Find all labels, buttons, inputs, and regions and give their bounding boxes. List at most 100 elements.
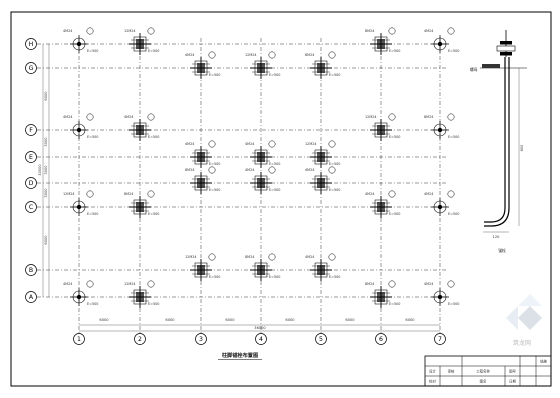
col-bubble-1: 1: [73, 333, 85, 345]
column-base-plates: 4M24E=50012M24E=5008M24E=5004M24E=5004M2…: [63, 27, 459, 308]
svg-text:D: D: [29, 180, 34, 187]
anchor-spec-label: 8M24: [245, 255, 254, 259]
anchor-spec-label: 4M24: [185, 53, 194, 57]
anchor-spec-label: 12M24: [305, 142, 317, 146]
anchor-spec-label: 4M24: [185, 142, 194, 146]
anchor-spec-label: 4M24: [424, 29, 433, 33]
grid-lines: [37, 38, 446, 333]
anchor-spec-label: 12M24: [124, 29, 136, 33]
title-block: [424, 355, 552, 387]
anchor-note-label: E=500: [448, 302, 459, 306]
anchor-spec-label: 4M24: [424, 192, 433, 196]
anchor-detail-caption: 锚栓: [498, 248, 506, 253]
anchor-spec-label: 8M24: [365, 29, 374, 33]
anchor-note-label: E=500: [448, 212, 459, 216]
watermark-text: 筑龙网: [513, 339, 531, 347]
tb-project-name: 工程名称: [476, 369, 490, 374]
anchor-note-label: E=500: [148, 135, 159, 139]
svg-text:F: F: [29, 127, 33, 134]
detail-marker: [328, 253, 336, 261]
detail-marker: [268, 166, 276, 174]
h-dim-5: 6000: [345, 318, 355, 322]
svg-text:C: C: [29, 204, 33, 211]
anchor-note-label: E=500: [87, 135, 98, 139]
detail-marker: [447, 27, 455, 35]
row-bubble-E: E: [25, 151, 37, 163]
anchor-spec-label: 12M24: [63, 192, 75, 196]
detail-marker: [147, 113, 155, 121]
tb-drawing-no: 图号: [509, 369, 516, 374]
anchor-spec-label: 8M24: [424, 115, 433, 119]
anchor-spec-label: 4M24: [245, 142, 254, 146]
anchor-hook: 120: [493, 235, 501, 239]
anchor-note-label: E=500: [329, 162, 340, 166]
detail-marker: [268, 253, 276, 261]
anchor-note-label: E=500: [329, 73, 340, 77]
h-dim-3: 6000: [225, 318, 235, 322]
anchor-note-label: E=500: [269, 275, 280, 279]
anchor-spec-label: 4M24: [63, 29, 72, 33]
row-bubble-F: F: [25, 124, 37, 136]
detail-marker: [147, 190, 155, 198]
svg-text:A: A: [29, 294, 34, 301]
sheet-border: [10, 11, 552, 387]
detail-marker: [447, 113, 455, 121]
anchor-note-label: E=500: [389, 302, 400, 306]
drawing-title: 柱脚锚栓布置图: [222, 351, 258, 359]
svg-text:3: 3: [199, 336, 203, 343]
anchor-spec-label: 12M24: [124, 282, 136, 286]
svg-text:E: E: [29, 154, 33, 161]
detail-marker: [388, 27, 396, 35]
anchor-spec-label: 12M24: [245, 53, 257, 57]
anchor-spec-label: 4M24: [63, 115, 72, 119]
tb-date: 日期: [509, 379, 516, 384]
svg-text:4: 4: [259, 336, 263, 343]
svg-text:H: H: [29, 41, 34, 48]
tb-discipline: 结施: [540, 359, 547, 364]
anchor-spec-label: 12M24: [185, 255, 197, 259]
anchor-spec-label: 12M24: [365, 115, 377, 119]
svg-text:7: 7: [438, 336, 442, 343]
anchor-label: 螺母: [470, 67, 478, 72]
tb-check: 校对: [429, 379, 436, 384]
detail-marker: [268, 51, 276, 59]
anchor-note-label: E=500: [87, 49, 98, 53]
col-bubble-2: 2: [134, 333, 146, 345]
watermark-logo: [506, 294, 542, 330]
detail-marker: [86, 190, 94, 198]
anchor-length: 600: [520, 144, 524, 152]
anchor-note-label: E=500: [209, 73, 220, 77]
h-dim-1: 6000: [99, 318, 109, 322]
v-dim-2: 3000: [44, 137, 48, 147]
anchor-spec-label: 4M24: [305, 168, 314, 172]
detail-marker: [447, 280, 455, 288]
anchor-note-label: E=500: [87, 212, 98, 216]
h-dim-2: 6000: [165, 318, 175, 322]
anchor-spec-label: 8M24: [365, 282, 374, 286]
tb-design: 设计: [429, 369, 436, 374]
h-dim-6: 6000: [405, 318, 415, 322]
row-bubble-A: A: [25, 291, 37, 303]
detail-marker: [208, 253, 216, 261]
detail-marker: [208, 140, 216, 148]
detail-marker: [208, 166, 216, 174]
detail-marker: [328, 166, 336, 174]
detail-marker: [86, 280, 94, 288]
row-bubble-C: C: [25, 201, 37, 213]
